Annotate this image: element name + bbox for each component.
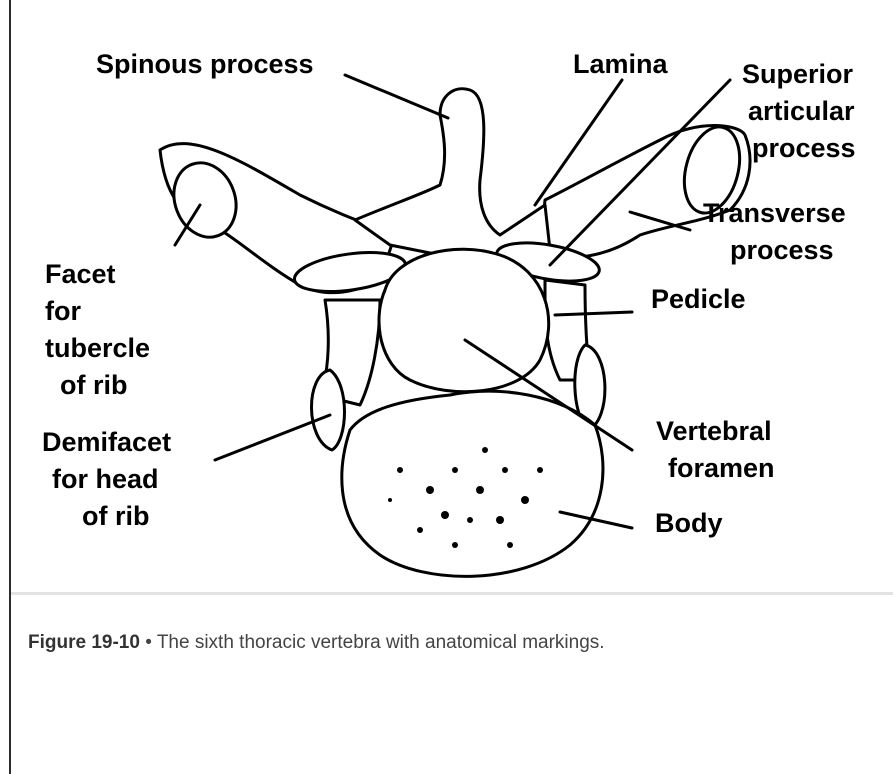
figure-caption: Figure 19-10 • The sixth thoracic verteb… [28, 632, 605, 654]
label-demifacet-3: of rib [82, 501, 150, 531]
label-spinous-process: Spinous process [96, 49, 314, 79]
label-transverse-1: Transverse [703, 198, 846, 228]
label-facet-1: Facet [45, 259, 116, 289]
label-body: Body [655, 508, 723, 538]
label-vertebral-2: foramen [668, 453, 775, 483]
vertebra-figure: Spinous process Lamina Superior articula… [11, 0, 893, 590]
caption-separator: • [140, 632, 157, 653]
caption-divider [11, 592, 893, 595]
label-vertebral-1: Vertebral [656, 416, 772, 446]
label-demifacet-1: Demifacet [42, 427, 171, 457]
label-facet-2: for [45, 296, 81, 326]
vertebral-body [342, 391, 603, 576]
label-facet-3: tubercle [45, 333, 150, 363]
figure-number: Figure 19-10 [28, 632, 140, 653]
leader-spinous [345, 75, 448, 118]
label-transverse-2: process [730, 235, 834, 265]
vertebra-diagram: Spinous process Lamina Superior articula… [11, 0, 893, 590]
label-facet-4: of rib [60, 370, 128, 400]
label-superior-1: Superior [742, 59, 854, 89]
label-pedicle: Pedicle [651, 284, 746, 314]
left-demifacet [311, 370, 344, 450]
label-demifacet-2: for head [52, 464, 159, 494]
label-superior-3: process [752, 133, 856, 163]
label-superior-2: articular [748, 96, 855, 126]
spinous-process-shape [355, 89, 550, 255]
vertebral-foramen [379, 249, 549, 391]
label-lamina: Lamina [573, 49, 669, 79]
leader-demifacet [215, 415, 330, 460]
caption-text: The sixth thoracic vertebra with anatomi… [157, 632, 605, 653]
